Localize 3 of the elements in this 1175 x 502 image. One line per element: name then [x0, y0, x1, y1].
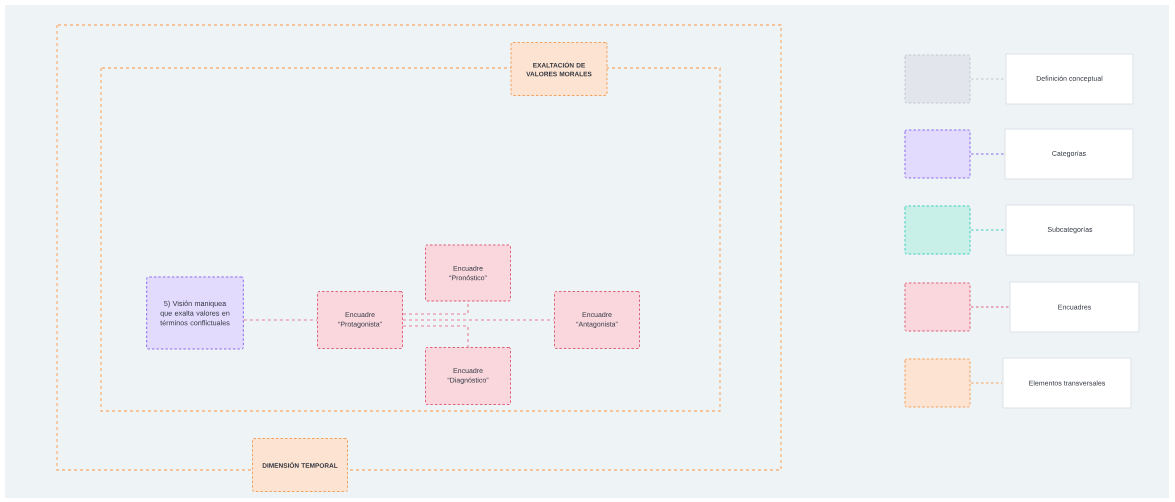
connector-line	[243, 319, 318, 321]
connector-line	[402, 319, 555, 321]
connector-line	[402, 325, 469, 348]
